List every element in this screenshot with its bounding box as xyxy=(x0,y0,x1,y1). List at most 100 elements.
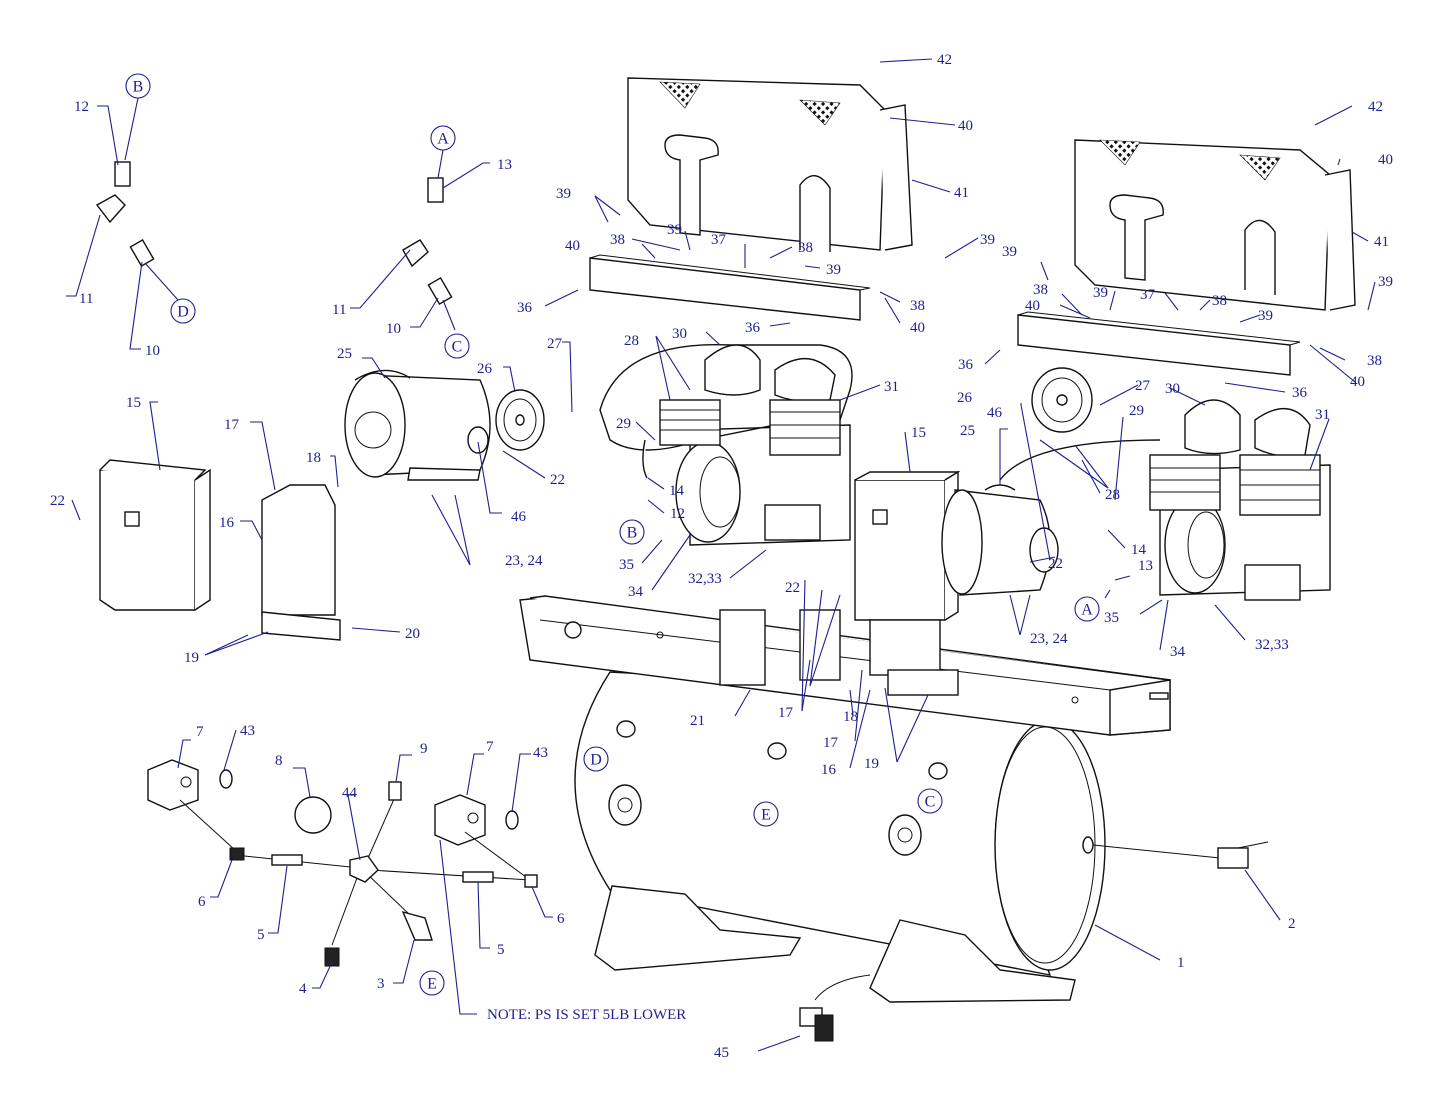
motor-left xyxy=(344,369,491,481)
callout-label: 12 xyxy=(74,99,89,115)
callout-label: 3 xyxy=(377,976,385,992)
fitting-detail-a xyxy=(402,177,453,305)
callout-label: 13 xyxy=(497,157,512,173)
callout-label: 39 xyxy=(556,186,571,202)
callout-label: 20 xyxy=(405,626,420,642)
callout-label: 8 xyxy=(275,753,283,769)
callout-label: 39 xyxy=(667,222,682,238)
pulley-left xyxy=(495,389,545,451)
callout-label: 31 xyxy=(884,379,899,395)
belt-guard-left xyxy=(589,77,913,321)
callout-label: 9 xyxy=(420,741,428,757)
connection-marker-e: E xyxy=(753,801,779,827)
callout-label: 36 xyxy=(1292,385,1308,401)
callout-label: 38 xyxy=(1367,353,1382,369)
tank-service-valve xyxy=(1092,841,1269,869)
connection-marker-a: A xyxy=(1074,596,1100,622)
marker-letter: D xyxy=(590,752,602,769)
callout-label: 11 xyxy=(79,291,93,307)
connection-marker-d: D xyxy=(170,298,196,324)
callout-label: 22 xyxy=(550,472,565,488)
callout-label: 22 xyxy=(1048,556,1063,572)
callout-label: 23, 24 xyxy=(505,553,543,569)
callout-label: 34 xyxy=(628,584,644,600)
manifold-assembly xyxy=(179,781,538,967)
callout-label: 18 xyxy=(306,450,321,466)
marker-letter: A xyxy=(437,131,449,148)
marker-letter: E xyxy=(427,976,437,993)
callout-label: 30 xyxy=(672,326,687,342)
callout-label: 46 xyxy=(511,509,527,525)
callout-label: 46 xyxy=(987,405,1003,421)
callout-label: 39 xyxy=(1258,308,1273,324)
connection-marker-b: B xyxy=(619,519,645,545)
marker-letter: C xyxy=(452,339,463,356)
callout-label: 4 xyxy=(299,981,307,997)
callout-label: 44 xyxy=(342,785,358,801)
callout-label: 39 xyxy=(980,232,995,248)
callout-label: 11 xyxy=(332,302,346,318)
callout-label: 25 xyxy=(337,346,352,362)
callout-label: 28 xyxy=(624,333,639,349)
connection-marker-b: B xyxy=(125,73,151,99)
callout-label: 39 xyxy=(1378,274,1393,290)
callout-label: 41 xyxy=(954,185,969,201)
pump-center xyxy=(599,343,853,546)
callout-label: 15 xyxy=(911,425,926,441)
callout-label: 19 xyxy=(864,756,879,772)
callout-label: 35 xyxy=(619,557,634,573)
callout-label: 6 xyxy=(198,894,206,910)
callout-label: 42 xyxy=(937,52,952,68)
callout-label: 17 xyxy=(823,735,839,751)
callout-label: 19 xyxy=(184,650,199,666)
callout-label: 17 xyxy=(778,705,794,721)
callout-label: 39 xyxy=(826,262,841,278)
callout-label: 22 xyxy=(785,580,800,596)
callout-label: 10 xyxy=(386,321,401,337)
connection-marker-c: C xyxy=(444,333,470,359)
marker-letter: D xyxy=(177,304,189,321)
callout-label: 38 xyxy=(910,298,925,314)
callout-label: 28 xyxy=(1105,487,1120,503)
callout-label: 26 xyxy=(957,390,973,406)
callout-label: 36 xyxy=(517,300,533,316)
callout-label: 2 xyxy=(1288,916,1296,932)
callout-label: 43 xyxy=(533,745,548,761)
callout-label: 31 xyxy=(1315,407,1330,423)
pressure-switch-right xyxy=(434,794,519,846)
motor-center xyxy=(941,484,1059,596)
marker-letter: A xyxy=(1081,602,1093,619)
callout-label: 38 xyxy=(610,232,625,248)
marker-letter: B xyxy=(627,525,638,542)
callout-label: 30 xyxy=(1165,381,1180,397)
callout-label: 38 xyxy=(798,240,813,256)
callout-label: 25 xyxy=(960,423,975,439)
callout-label: 21 xyxy=(690,713,705,729)
callout-label: 41 xyxy=(1374,234,1389,250)
fitting-detail-b xyxy=(95,161,155,267)
pressure-switch-left xyxy=(147,759,233,811)
callout-label: 13 xyxy=(1138,558,1153,574)
callout-label: 40 xyxy=(565,238,580,254)
callout-label: 34 xyxy=(1170,644,1186,660)
callout-label: 39 xyxy=(1093,285,1108,301)
air-tank xyxy=(574,671,1111,976)
callout-label: 6 xyxy=(557,911,565,927)
marker-letter: B xyxy=(133,79,144,96)
callout-label: 38 xyxy=(1033,282,1048,298)
callout-label: 40 xyxy=(910,320,925,336)
callout-label: 7 xyxy=(486,739,494,755)
callout-label: 32,33 xyxy=(1255,637,1289,653)
connection-marker-c: C xyxy=(917,788,943,814)
callout-label: 35 xyxy=(1104,610,1119,626)
callout-label: 5 xyxy=(257,927,265,943)
pressure-switch-note: NOTE: PS IS SET 5LB LOWER xyxy=(487,1007,686,1023)
callout-label: 40 xyxy=(1378,152,1393,168)
callout-label: 40 xyxy=(958,118,973,134)
callout-label: 37 xyxy=(1140,287,1156,303)
belt-guard-right xyxy=(1017,139,1356,376)
callout-label: 27 xyxy=(547,336,563,352)
connection-marker-a: A xyxy=(430,125,456,151)
pump-right xyxy=(999,399,1331,601)
